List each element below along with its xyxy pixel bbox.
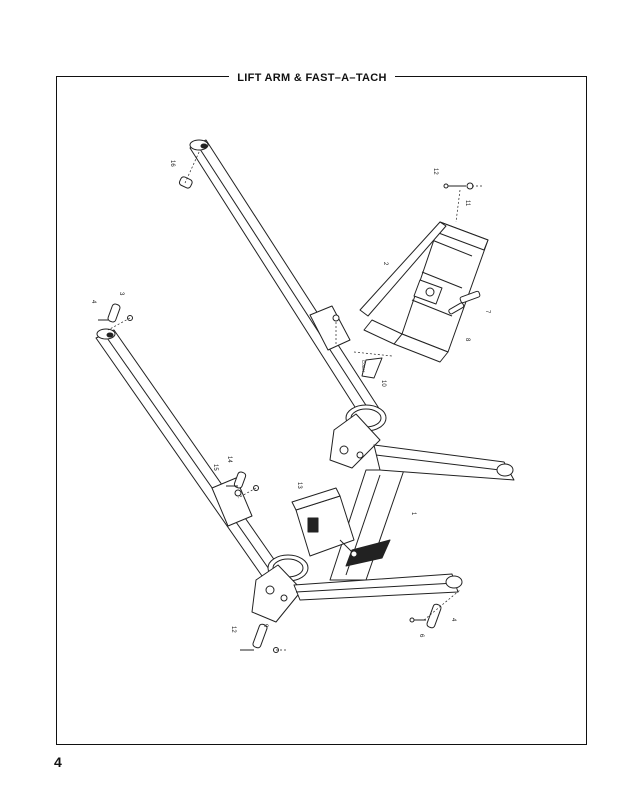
callout-11: 11 [464,200,470,207]
callout-3: 3 [118,292,124,296]
fast-a-tach-frame [359,221,489,363]
callout-16: 16 [169,160,175,167]
page-title: LIFT ARM & FAST–A–TACH [229,72,395,84]
callout-12-lower: 12 [230,626,236,633]
callout-14: 14 [226,456,232,463]
callout-15: 15 [212,464,218,471]
bolt-12-upper [443,182,474,190]
rear-link-right [373,444,515,481]
callout-10: 10 [380,380,386,387]
pin-5 [409,603,442,629]
callout-9: 9 [262,624,268,628]
page-title-wrap: LIFT ARM & FAST–A–TACH [0,68,624,86]
callout-6: 6 [418,634,424,638]
pin-9 [240,623,279,653]
callout-2: 2 [382,262,388,266]
bolt-13 [339,539,358,558]
link-plate [361,357,383,379]
pin-7 [448,290,481,315]
callout-8: 8 [464,338,470,342]
angle-bracket [291,487,355,557]
callout-4-upper: 4 [90,300,96,304]
callout-4-lower: 4 [450,618,456,622]
callout-1: 1 [410,512,416,516]
pin-16 [178,176,193,189]
pin-3 [98,303,133,323]
rear-link-left [293,573,463,601]
lift-arm-left [95,328,309,623]
cotter-label: Cotter [361,360,366,373]
callout-7: 7 [484,310,490,314]
callout-13: 13 [296,482,302,489]
assembly-lines [107,149,484,651]
callouts: 16 12 11 2 7 8 10 4 3 15 14 13 1 12 9 6 … [90,160,490,638]
pin-14 [226,471,259,491]
page-number: 4 [54,754,62,770]
lift-arm-right [189,139,387,469]
callout-12-upper: 12 [432,168,438,175]
